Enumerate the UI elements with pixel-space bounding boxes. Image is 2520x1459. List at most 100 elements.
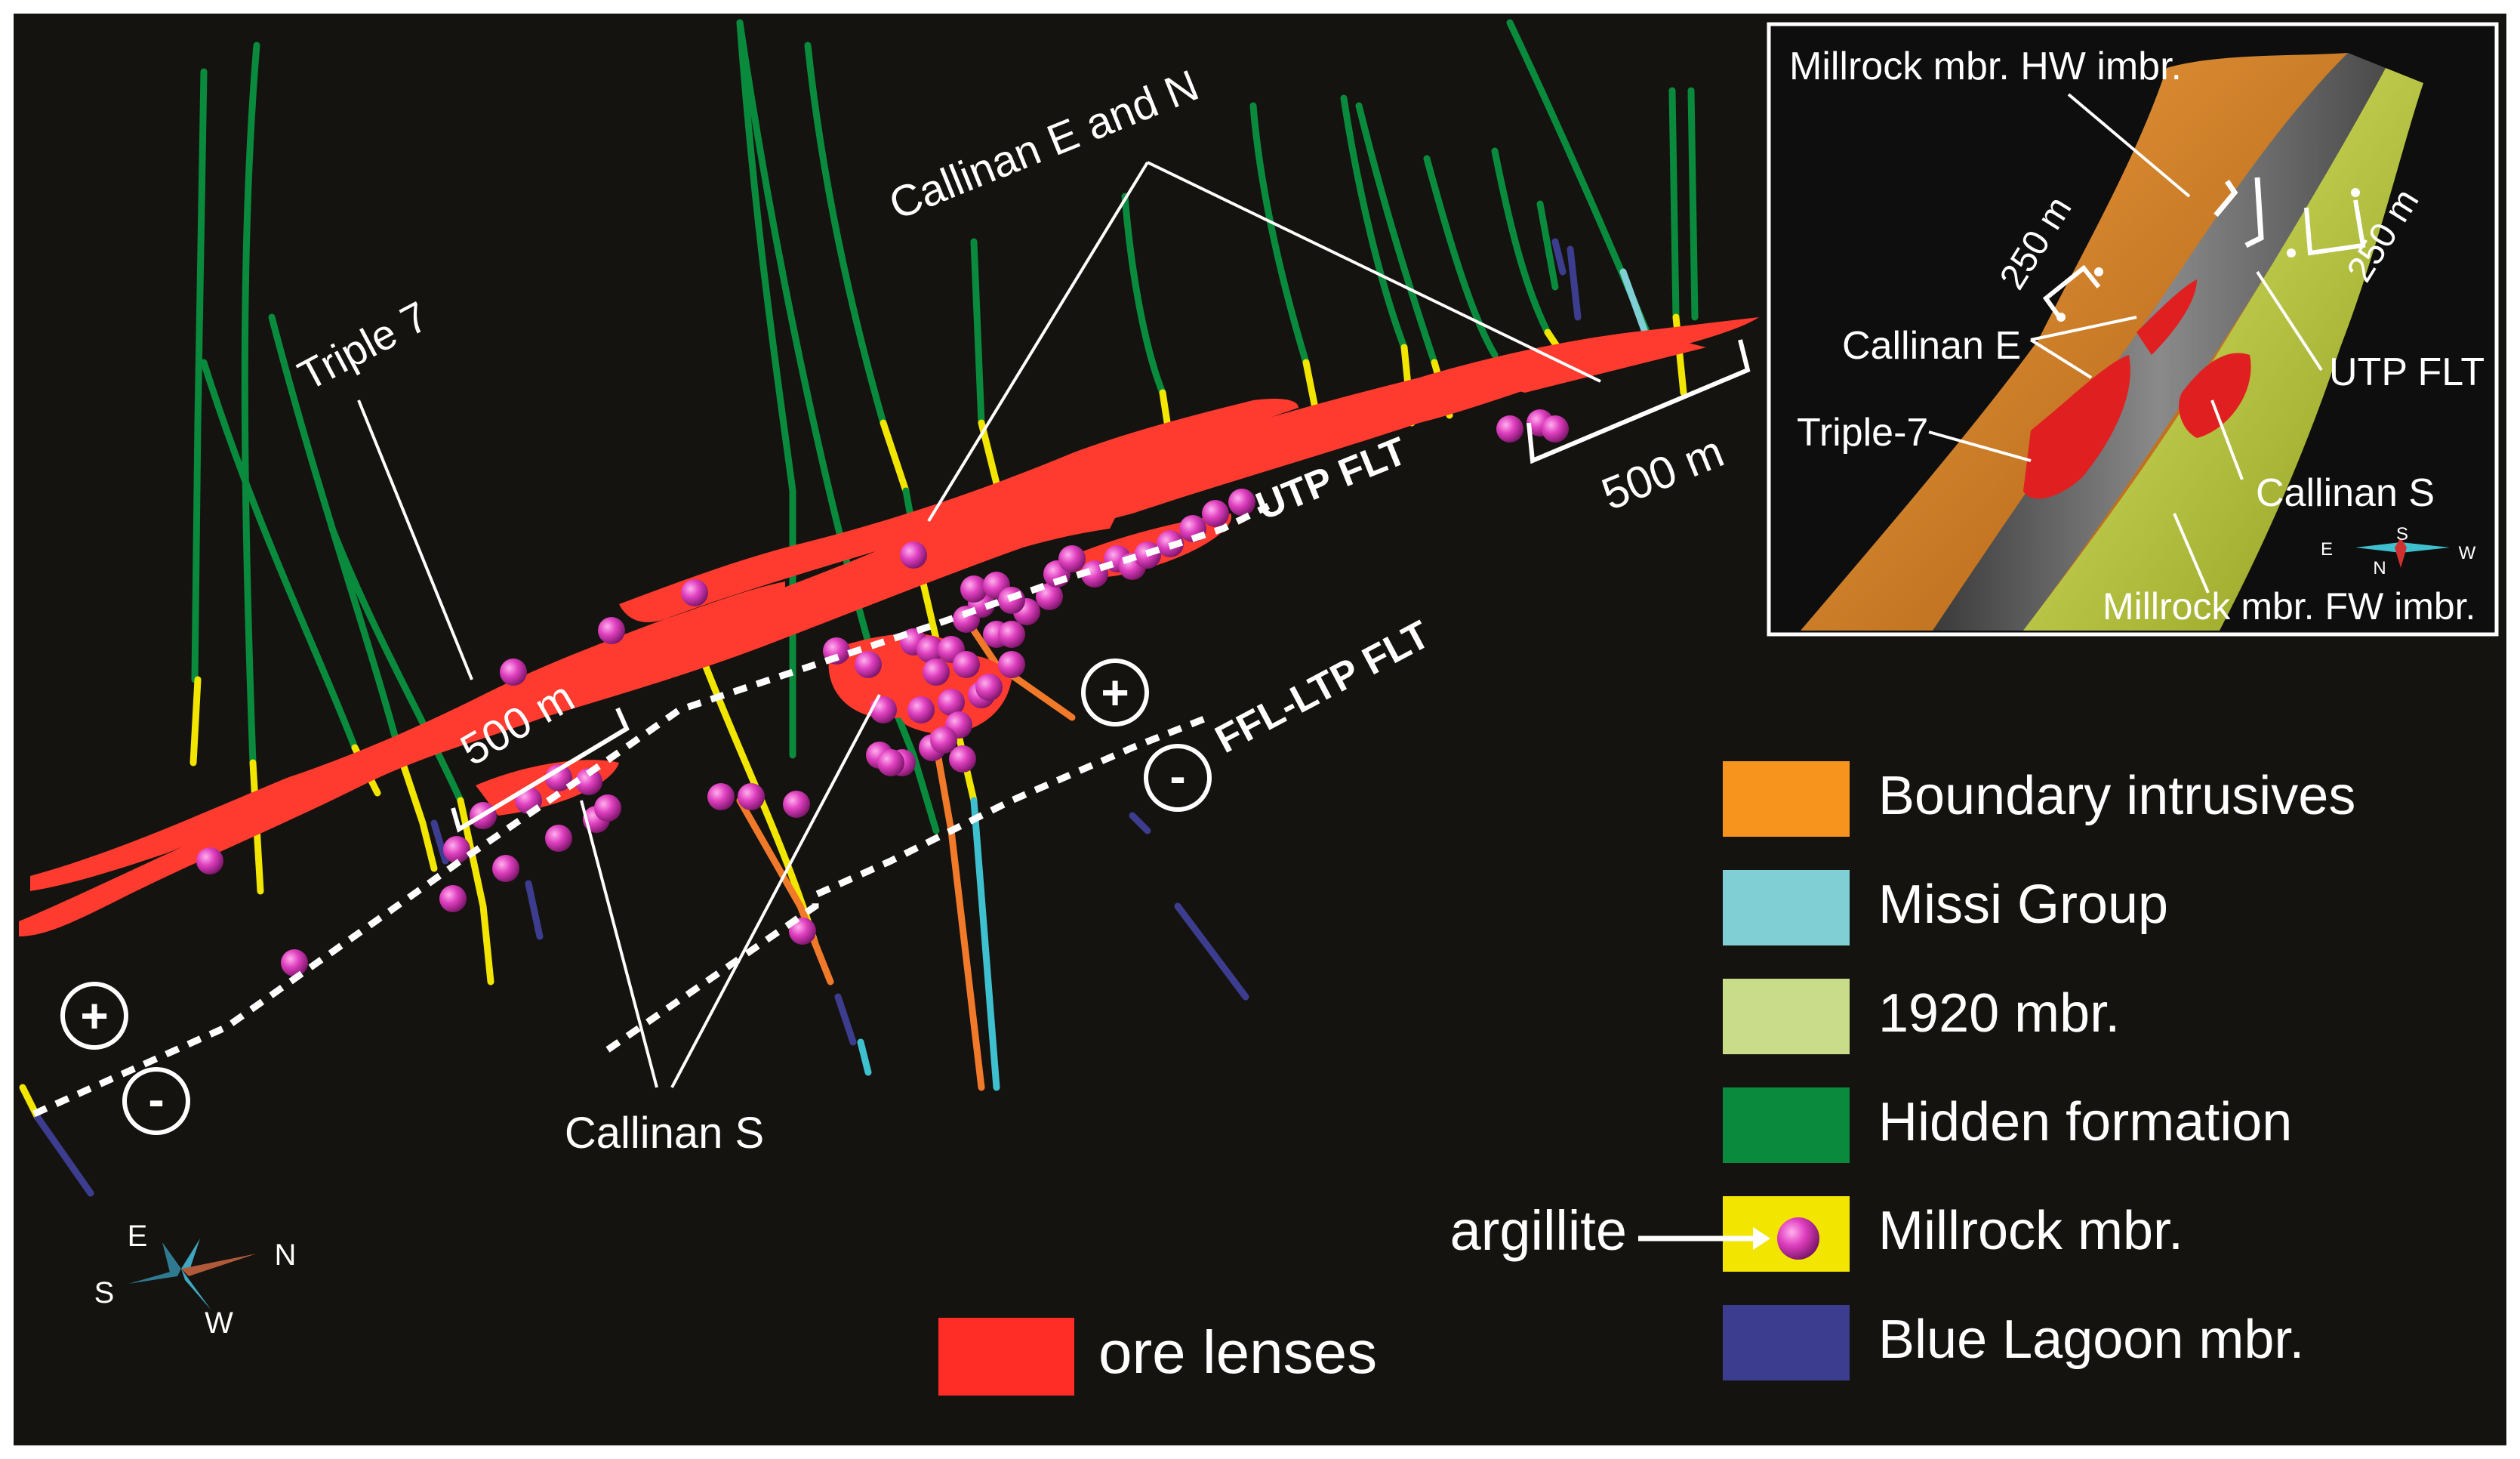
inset-callinan-e-label: Callinan E xyxy=(1842,324,2021,368)
drill-hole-segment xyxy=(525,880,544,940)
drill-hole xyxy=(1668,87,1680,321)
legend-swatch xyxy=(1723,979,1850,1054)
compass-main-w: W xyxy=(205,1306,233,1340)
compass-main-e: E xyxy=(128,1220,148,1253)
legend-swatch xyxy=(1723,1087,1850,1163)
drill-hole xyxy=(1536,200,1559,291)
argillite-sphere xyxy=(1496,415,1523,443)
ore-lenses-label: ore lenses xyxy=(1098,1319,1377,1386)
drill-hole xyxy=(804,42,887,427)
drill-hole-segment xyxy=(857,1038,872,1076)
inset-panel: 250 m 250 m Millrock mbr. HW imbr. Calli… xyxy=(1767,22,2499,637)
ore-lens xyxy=(770,505,1117,627)
legend-label: Blue Lagoon mbr. xyxy=(1878,1309,2304,1370)
plus-marker: + xyxy=(1081,659,1149,726)
argillite-spheres xyxy=(196,409,1569,976)
drill-hole xyxy=(736,19,796,495)
drill-hole-segment xyxy=(736,797,834,986)
argillite-sphere xyxy=(1058,545,1086,572)
plus-marker-label: + xyxy=(80,989,108,1043)
drill-hole-segment xyxy=(970,797,1000,1091)
inset-fw-surface xyxy=(2023,68,2423,631)
legend-swatch xyxy=(1723,1305,1850,1380)
drill-hole xyxy=(241,42,260,767)
drill-hole xyxy=(1121,193,1166,396)
drill-hole xyxy=(1249,102,1310,366)
drill-hole xyxy=(1355,102,1438,366)
inset-utp-flt-label: UTP FLT xyxy=(2329,350,2485,394)
inset-hw-surface xyxy=(1801,53,2348,631)
argillite-legend-sphere xyxy=(1777,1217,1819,1260)
inset-compass-n: N xyxy=(2373,558,2386,578)
ore-lens xyxy=(30,581,785,891)
inset-ore-callinan-s xyxy=(2179,353,2251,438)
drill-hole xyxy=(191,68,208,683)
leader-lines xyxy=(357,161,1601,1088)
drill-hole xyxy=(328,525,464,804)
inset-scale-center xyxy=(2213,177,2264,248)
minus-marker: - xyxy=(1144,744,1212,812)
legend-swatch xyxy=(1723,870,1850,945)
drill-hole-segment xyxy=(1551,238,1567,276)
inset-compass: E S W N xyxy=(2321,524,2476,578)
minus-marker-label: - xyxy=(148,1072,164,1127)
utp-fault-line xyxy=(32,502,1271,1118)
argillite-sphere xyxy=(281,949,308,976)
argillite-sphere xyxy=(681,579,708,606)
legend-swatch xyxy=(1723,761,1850,837)
argillite-sphere xyxy=(492,855,519,882)
inset-scale-dot xyxy=(2056,313,2066,322)
argillite-label: argillite xyxy=(1450,1199,1627,1262)
argillite-sphere xyxy=(930,726,957,754)
drill-hole-segment xyxy=(880,419,910,495)
inset-ore-triple7 xyxy=(2023,355,2130,499)
argillite-sphere xyxy=(598,617,625,644)
drill-hole-segment xyxy=(396,751,438,872)
compass-main: E N S W xyxy=(94,1220,297,1340)
compass-main-s: S xyxy=(94,1276,115,1309)
argillite-sphere xyxy=(900,541,927,569)
drill-hole xyxy=(1423,155,1499,359)
inset-triple7-label: Triple-7 xyxy=(1797,411,1928,455)
argillite-sphere xyxy=(789,918,816,945)
inset-scale-left xyxy=(2042,264,2101,319)
argillite-sphere xyxy=(953,651,980,678)
argillite-sphere xyxy=(938,689,965,716)
argillite-sphere xyxy=(998,651,1025,678)
inset-hw-imbr-label: Millrock mbr. HW imbr. xyxy=(1789,45,2182,88)
drill-hole-segment xyxy=(430,819,449,865)
inset-compass-w: W xyxy=(2459,543,2476,563)
drill-hole-segment xyxy=(1129,812,1151,834)
ore-lenses-swatch xyxy=(938,1318,1074,1396)
drill-hole xyxy=(1491,147,1551,336)
argillite-sphere xyxy=(594,794,621,822)
compass-main-n: N xyxy=(275,1238,297,1272)
scale-bar-main-left xyxy=(451,707,630,833)
inset-compass-e: E xyxy=(2321,539,2333,560)
argillite-sphere xyxy=(1228,489,1255,516)
argillite-sphere xyxy=(545,825,572,852)
drill-hole-segment xyxy=(834,993,857,1046)
minus-marker: - xyxy=(122,1067,190,1135)
fault-lines xyxy=(32,502,1271,1118)
drill-hole-segment xyxy=(1174,902,1249,1001)
argillite-sphere xyxy=(877,749,904,776)
ore-lens xyxy=(1495,340,1706,393)
inset-compass-s: S xyxy=(2396,524,2408,544)
argillite-sphere xyxy=(1542,415,1569,443)
drill-hole-segment xyxy=(457,797,494,986)
argillite-arrow-head xyxy=(1753,1227,1770,1250)
argillite-sphere xyxy=(975,674,1003,701)
inset-scale-dot xyxy=(2351,188,2360,197)
argillite-sphere xyxy=(870,696,897,723)
argillite-sphere xyxy=(949,745,976,773)
argillite-sphere xyxy=(443,836,470,863)
inset-scale-right xyxy=(2304,199,2366,256)
argillite-sphere xyxy=(738,783,765,810)
argillite-sphere xyxy=(855,651,882,678)
argillite-sphere xyxy=(1202,500,1229,527)
argillite-sphere xyxy=(907,696,935,723)
plus-marker-label: + xyxy=(1101,665,1129,720)
